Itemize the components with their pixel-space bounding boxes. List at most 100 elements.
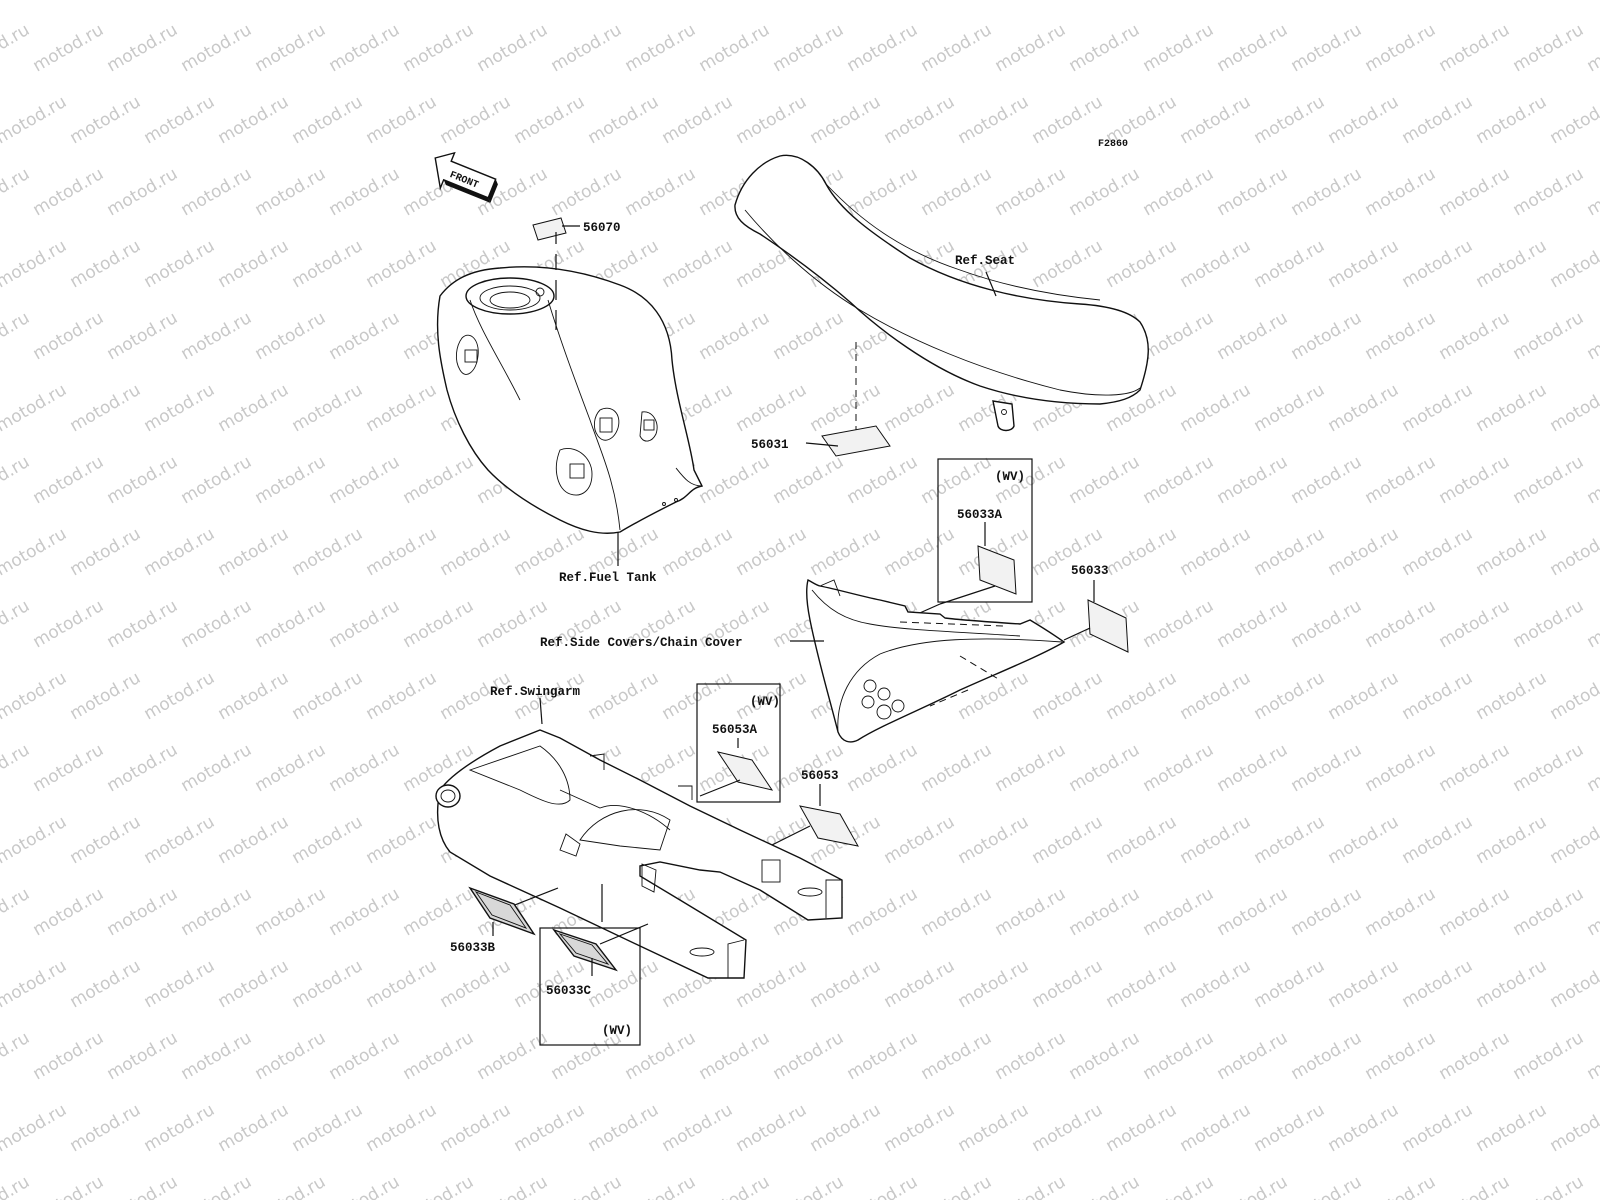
part-56053A: 56053A — [712, 723, 758, 737]
watermark-text: motod.ru — [252, 452, 330, 508]
watermark-text: motod.ru — [1436, 308, 1514, 364]
watermark-text: motod.ru — [659, 1100, 737, 1156]
watermark-text: motod.ru — [141, 236, 219, 292]
watermark-text: motod.ru — [104, 1028, 182, 1084]
decal-56033C — [552, 928, 618, 972]
watermark-text: motod.ru — [215, 380, 293, 436]
watermark-text: motod.ru — [0, 164, 33, 220]
watermark-text: motod.ru — [1251, 380, 1329, 436]
watermark-text: motod.ru — [1214, 20, 1292, 76]
watermark-text: motod.ru — [1029, 0, 1107, 4]
watermark-text: motod.ru — [1547, 0, 1600, 4]
watermark-text: motod.ru — [622, 164, 700, 220]
watermark-text: motod.ru — [363, 92, 441, 148]
watermark-text: motod.ru — [881, 380, 959, 436]
watermark-text: motod.ru — [1029, 1100, 1107, 1156]
watermark-text: motod.ru — [1584, 20, 1600, 76]
watermark-text: motod.ru — [1547, 956, 1600, 1012]
ref-fuel-tank-label: Ref.Fuel Tank — [559, 571, 657, 585]
watermark-text: motod.ru — [1325, 524, 1403, 580]
watermark-text: motod.ru — [1177, 668, 1255, 724]
watermark-text: motod.ru — [326, 884, 404, 940]
watermark-text: motod.ru — [992, 1172, 1070, 1200]
watermark-text: motod.ru — [67, 812, 145, 868]
watermark-text: motod.ru — [659, 92, 737, 148]
decal-56033B — [468, 886, 536, 936]
part-56033: 56033 — [1071, 564, 1109, 578]
watermark-text: motod.ru — [1547, 380, 1600, 436]
watermark-text: motod.ru — [141, 524, 219, 580]
watermark-text: motod.ru — [252, 20, 330, 76]
watermark-text: motod.ru — [511, 0, 589, 4]
watermark-text: motod.ru — [1140, 20, 1218, 76]
watermark-text: motod.ru — [1362, 1172, 1440, 1200]
watermark-text: motod.ru — [1251, 956, 1329, 1012]
watermark-text: motod.ru — [1362, 308, 1440, 364]
figure-code: F2860 — [1098, 139, 1128, 150]
watermark-text: motod.ru — [30, 596, 108, 652]
watermark-text: motod.ru — [104, 164, 182, 220]
watermark-text: motod.ru — [770, 1028, 848, 1084]
watermark-text: motod.ru — [1066, 452, 1144, 508]
watermark-text: motod.ru — [770, 452, 848, 508]
watermark-text: motod.ru — [1140, 452, 1218, 508]
watermark-text: motod.ru — [30, 20, 108, 76]
watermark-text: motod.ru — [1103, 1100, 1181, 1156]
watermark-text: motod.ru — [104, 308, 182, 364]
watermark-text: motod.ru — [326, 164, 404, 220]
decal-56053A — [716, 751, 774, 791]
watermark-text: motod.ru — [400, 1028, 478, 1084]
watermark-text: motod.ru — [1399, 524, 1477, 580]
watermark-text: motod.ru — [807, 0, 885, 4]
watermark-text: motod.ru — [178, 884, 256, 940]
watermark-text: motod.ru — [1584, 884, 1600, 940]
watermark-text: motod.ru — [1066, 1028, 1144, 1084]
part-56031: 56031 — [751, 438, 789, 452]
watermark-text: motod.ru — [1140, 740, 1218, 796]
watermark-text: motod.ru — [67, 1100, 145, 1156]
watermark-text: motod.ru — [1436, 20, 1514, 76]
watermark-text: motod.ru — [733, 380, 811, 436]
watermark-text: motod.ru — [141, 0, 219, 4]
watermark-text: motod.ru — [622, 1172, 700, 1200]
watermark-text: motod.ru — [807, 956, 885, 1012]
watermark-text: motod.ru — [1288, 884, 1366, 940]
watermark-text: motod.ru — [215, 668, 293, 724]
front-arrow: FRONT — [434, 151, 498, 203]
ref-side-covers-label: Ref.Side Covers/Chain Cover — [540, 636, 743, 650]
watermark-text: motod.ru — [0, 0, 70, 4]
watermark-text: motod.ru — [1214, 740, 1292, 796]
watermark-text: motod.ru — [437, 956, 515, 1012]
watermark-text: motod.ru — [585, 92, 663, 148]
watermark-text: motod.ru — [1288, 452, 1366, 508]
watermark-text: motod.ru — [1362, 596, 1440, 652]
watermark-text: motod.ru — [30, 740, 108, 796]
watermark-text: motod.ru — [881, 812, 959, 868]
watermark-text: motod.ru — [844, 1172, 922, 1200]
watermark-text: motod.ru — [1251, 92, 1329, 148]
watermark-text: motod.ru — [511, 92, 589, 148]
watermark-text: motod.ru — [0, 380, 70, 436]
watermark-text: motod.ru — [1288, 308, 1366, 364]
watermark-text: motod.ru — [289, 380, 367, 436]
watermark-text: motod.ru — [1066, 164, 1144, 220]
watermark-text: motod.ru — [1177, 0, 1255, 4]
wv-box-56053A — [696, 683, 781, 803]
watermark-text: motod.ru — [141, 1100, 219, 1156]
watermark-text: motod.ru — [1399, 380, 1477, 436]
watermark-text: motod.ru — [1103, 236, 1181, 292]
watermark-text: motod.ru — [1473, 812, 1551, 868]
watermark-text: motod.ru — [215, 1100, 293, 1156]
watermark-text: motod.ru — [1584, 1172, 1600, 1200]
watermark-text: motod.ru — [1547, 668, 1600, 724]
watermark-text: motod.ru — [992, 20, 1070, 76]
watermark-text: motod.ru — [1473, 524, 1551, 580]
watermark-text: motod.ru — [1399, 1100, 1477, 1156]
watermark-text: motod.ru — [252, 596, 330, 652]
watermark-text: motod.ru — [585, 1100, 663, 1156]
decal-56033 — [1087, 599, 1129, 653]
watermark-text: motod.ru — [289, 236, 367, 292]
watermark-text: motod.ru — [104, 884, 182, 940]
watermark-text: motod.ru — [733, 92, 811, 148]
watermark-text: motod.ru — [548, 164, 626, 220]
